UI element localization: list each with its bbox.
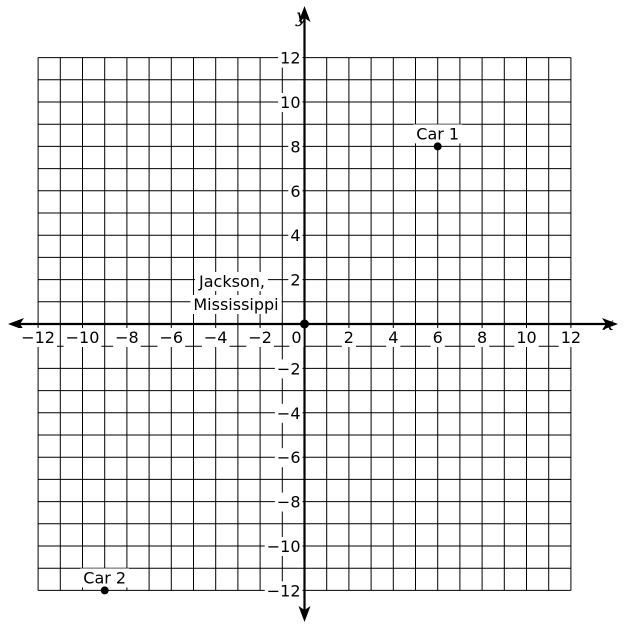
x-tick-label: 0 xyxy=(291,328,301,347)
tick-label-background xyxy=(264,581,303,601)
x-axis-arrow-right xyxy=(602,318,618,330)
x-tick-label: 4 xyxy=(388,328,398,347)
y-axis-arrow-down xyxy=(298,606,311,622)
x-tick-label: 6 xyxy=(433,328,443,347)
x-tick-label: −6 xyxy=(160,328,184,347)
point-label-background xyxy=(190,295,282,314)
tick-label-background xyxy=(341,328,356,347)
tick-label-background xyxy=(558,328,584,347)
y-tick-label: −2 xyxy=(277,359,301,378)
point-label-background xyxy=(413,124,463,144)
x-tick-label: −8 xyxy=(115,328,139,347)
tick-label-background xyxy=(288,270,303,290)
y-tick-label: 2 xyxy=(290,271,300,290)
tick-label-background xyxy=(514,328,539,347)
x-tick-label: 8 xyxy=(477,328,487,347)
tick-label-background xyxy=(386,328,401,347)
tick-label-background xyxy=(288,181,303,201)
y-tick-label: −4 xyxy=(277,404,301,423)
x-tick-label: −2 xyxy=(248,328,272,347)
tick-label-background xyxy=(274,403,303,423)
tick-label-background xyxy=(278,93,303,112)
x-tick-label: −10 xyxy=(66,328,100,347)
axes xyxy=(8,6,618,622)
origin-label-line-2: Mississippi xyxy=(193,295,278,314)
y-tick-label: −10 xyxy=(267,537,301,556)
x-axis-label: x xyxy=(603,313,614,335)
tick-label-background xyxy=(113,328,141,347)
tick-label-background xyxy=(157,328,186,347)
tick-label-background xyxy=(288,226,303,246)
tick-label-background xyxy=(19,328,57,347)
y-tick-label: 8 xyxy=(290,137,300,156)
x-axis-arrow-left xyxy=(8,318,24,330)
point-label: Car 1 xyxy=(416,124,459,143)
y-tick-label: −12 xyxy=(267,581,301,600)
y-tick-label: 4 xyxy=(290,226,300,245)
x-tick-label: 2 xyxy=(344,328,354,347)
point-label: Car 2 xyxy=(83,568,126,587)
origin-point xyxy=(300,319,309,329)
y-tick-label: 12 xyxy=(280,49,300,68)
x-tick-label: −12 xyxy=(21,328,55,347)
data-point xyxy=(100,586,109,595)
tick-label-background xyxy=(475,328,490,347)
tick-label-background xyxy=(288,137,303,157)
tick-label-background xyxy=(246,328,274,347)
tick-label-background xyxy=(274,448,303,468)
tick-label-background xyxy=(264,537,303,556)
y-tick-label: 10 xyxy=(280,93,300,112)
data-points: Car 1 Car 2 Jackson, Mississippi xyxy=(80,124,463,595)
y-axis-label: y xyxy=(295,5,307,27)
tick-label-background xyxy=(430,328,445,347)
point-label-background xyxy=(80,568,130,588)
y-axis-arrow-up xyxy=(298,6,311,22)
y-tick-label: 6 xyxy=(290,182,300,201)
point-label-background xyxy=(195,272,268,291)
data-point xyxy=(433,142,442,151)
origin-label-line-1: Jackson, xyxy=(198,272,265,291)
tick-label-background xyxy=(63,328,102,347)
tick-label-background xyxy=(274,492,303,512)
x-tick-label: 10 xyxy=(516,328,536,347)
tick-label-background xyxy=(278,48,303,68)
tick-label-background xyxy=(289,328,304,347)
x-tick-label: 12 xyxy=(561,328,581,347)
tick-label-background xyxy=(274,359,303,379)
x-tick-label: −4 xyxy=(204,328,228,347)
tick-label-background xyxy=(201,328,230,347)
y-tick-label: −8 xyxy=(277,493,301,512)
y-tick-label: −6 xyxy=(277,448,301,467)
